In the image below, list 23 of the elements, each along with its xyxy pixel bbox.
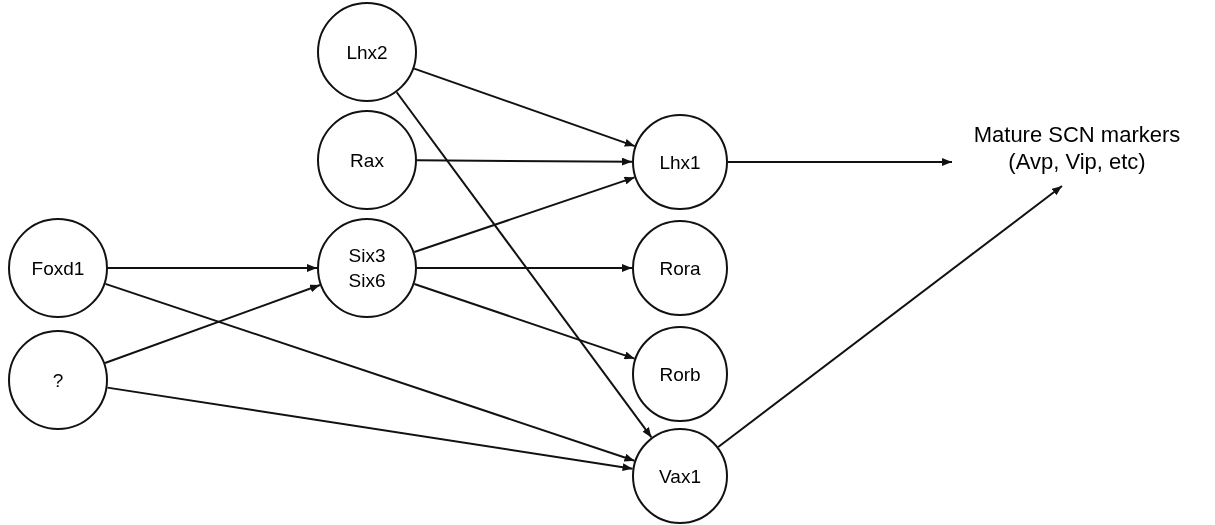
gene-label: Rora [658,256,702,281]
gene-label: Six3 Six6 [347,244,387,293]
arrow [107,264,318,272]
gene-label: Foxd1 [30,256,86,281]
arrow [717,185,1063,448]
gene-label: Lhx1 [658,150,702,175]
arrow [413,67,636,148]
gene-label: Vax1 [658,464,702,489]
gene-label: Rorb [658,362,702,387]
arrow [727,158,953,166]
arrow [413,283,636,360]
gene-label: Lhx2 [345,40,389,65]
arrow [104,284,321,364]
arrow [416,157,633,166]
arrow [395,91,653,439]
arrow [104,282,636,462]
arrow [416,264,633,272]
gene-label: ? [51,368,65,393]
gene-label: Rax [349,148,385,173]
arrow [413,176,636,253]
arrow [106,386,634,472]
gene-circle [632,428,728,524]
output-label: Mature SCN markers (Avp, Vip, etc) [972,121,1182,175]
